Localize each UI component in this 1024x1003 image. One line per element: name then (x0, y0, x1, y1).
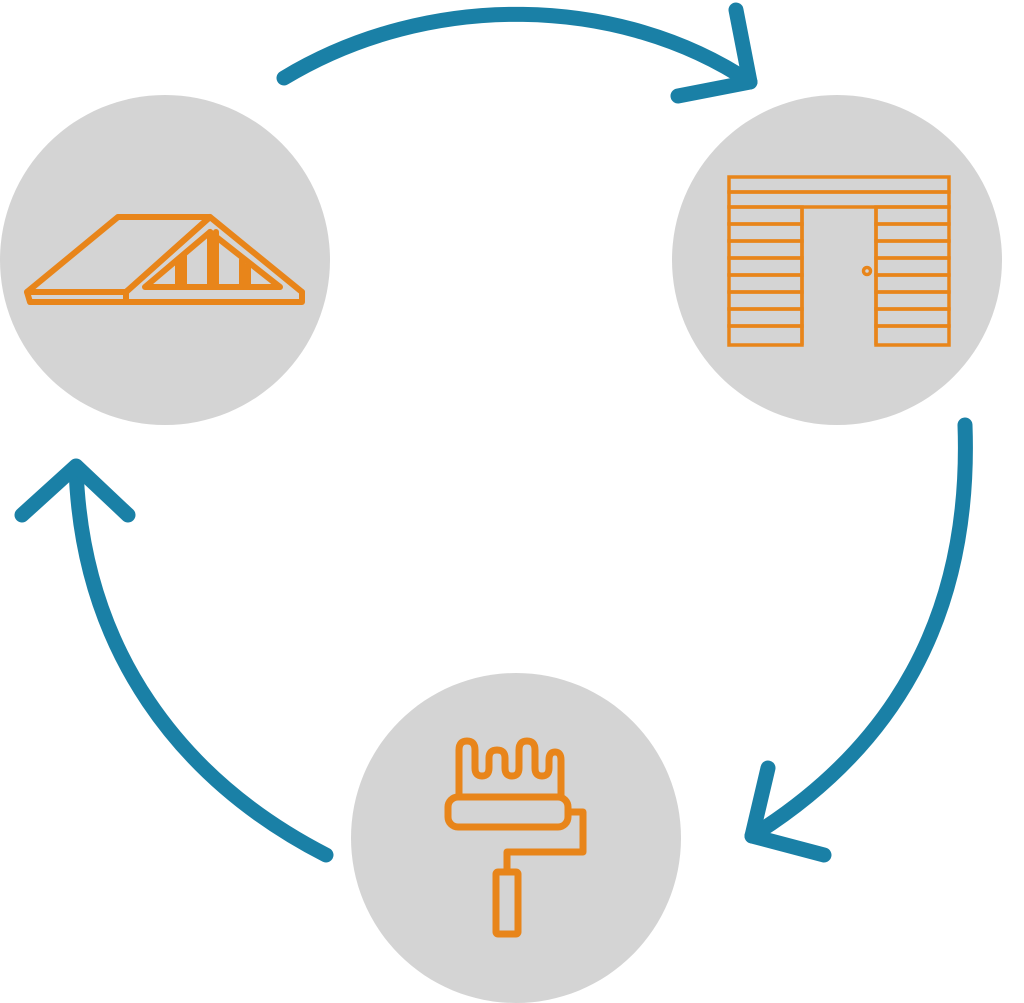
arrow-roof-to-walls-head (670, 2, 758, 104)
node-paint (351, 673, 681, 1003)
arrow-paint-to-roof-head (14, 458, 136, 523)
node-walls (672, 95, 1002, 425)
arrow-paint-to-roof (14, 458, 334, 863)
arrow-walls-to-paint-shaft (744, 417, 973, 844)
arrow-roof-to-walls (276, 2, 758, 104)
arrow-walls-to-paint (744, 417, 973, 863)
wall-with-door-icon (727, 175, 951, 347)
arrow-walls-to-paint-head (744, 760, 832, 863)
cycle-arrows (14, 2, 973, 863)
arrow-paint-to-roof-shaft (68, 460, 334, 863)
roof-truss-icon (24, 214, 305, 305)
paint-roller-icon (444, 737, 587, 938)
cycle-nodes (0, 95, 1002, 1003)
arrow-roof-to-walls-shaft (276, 6, 758, 90)
